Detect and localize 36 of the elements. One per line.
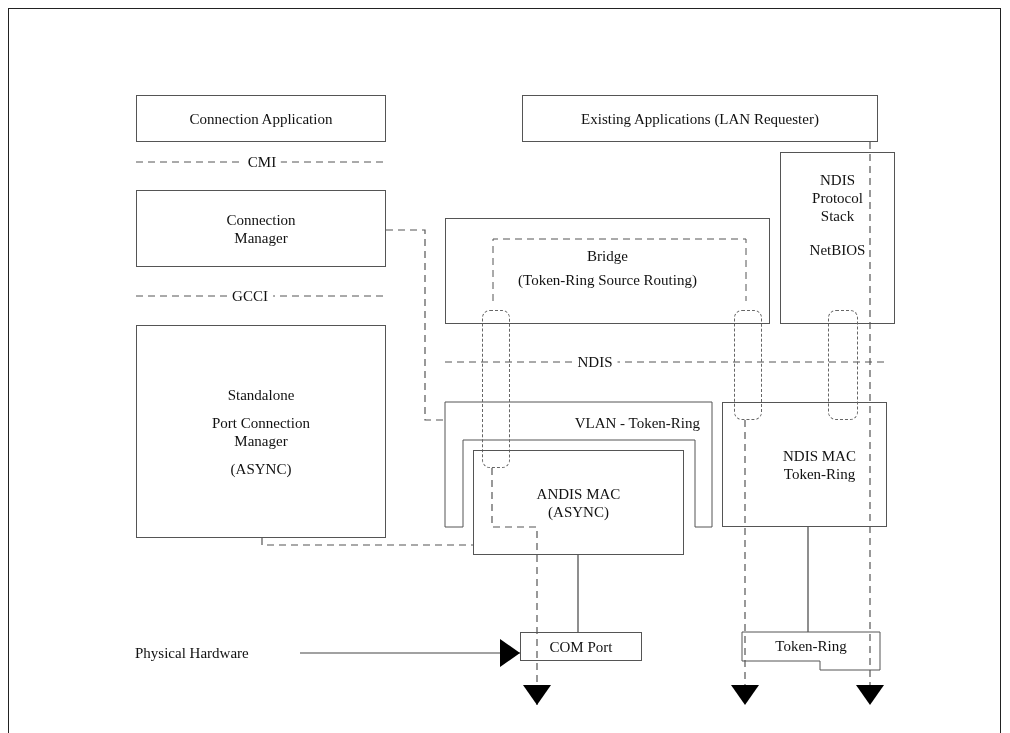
connector-line — [577, 554, 579, 633]
layer-box — [136, 95, 386, 142]
node-label: NetBIOS — [809, 241, 866, 259]
layer-box — [722, 402, 887, 527]
layer-box — [780, 152, 895, 324]
layer-box — [445, 218, 770, 324]
layer-box — [473, 450, 684, 555]
layer-box — [520, 632, 642, 661]
layer-box — [136, 190, 386, 267]
node-label: (Token-Ring Source Routing) — [518, 271, 697, 289]
node-label: Connection Manager — [225, 210, 297, 247]
arrow — [299, 639, 521, 667]
layer-box — [522, 95, 878, 142]
node-label: NDIS Protocol Stack — [811, 171, 864, 225]
dashed-capsule — [828, 310, 858, 420]
node-label: NDIS MAC Token-Ring — [782, 446, 857, 483]
node-label: ANDIS MAC (ASYNC) — [535, 484, 622, 521]
node-label: Physical Hardware — [135, 644, 249, 662]
node-label: Standalone — [227, 385, 295, 404]
node-label: Bridge — [587, 247, 628, 265]
dashed-capsule — [734, 310, 762, 420]
node-label: (ASYNC) — [230, 459, 292, 478]
node-label: VLAN - Token-Ring — [574, 414, 700, 432]
node-label: COM Port — [549, 637, 613, 656]
node-label: Token-Ring — [775, 637, 847, 655]
connector-line — [385, 229, 446, 421]
arrow — [731, 419, 759, 706]
connector-line — [261, 537, 474, 546]
node-label: Existing Applications (LAN Requester) — [581, 109, 819, 128]
arrow — [491, 467, 551, 706]
connector-line — [807, 526, 809, 633]
layer-box — [136, 325, 386, 538]
node-label: Connection Application — [189, 109, 333, 128]
dashed-capsule — [482, 310, 510, 468]
node-label: Port Connection Manager — [211, 413, 311, 450]
arrow — [856, 141, 884, 706]
